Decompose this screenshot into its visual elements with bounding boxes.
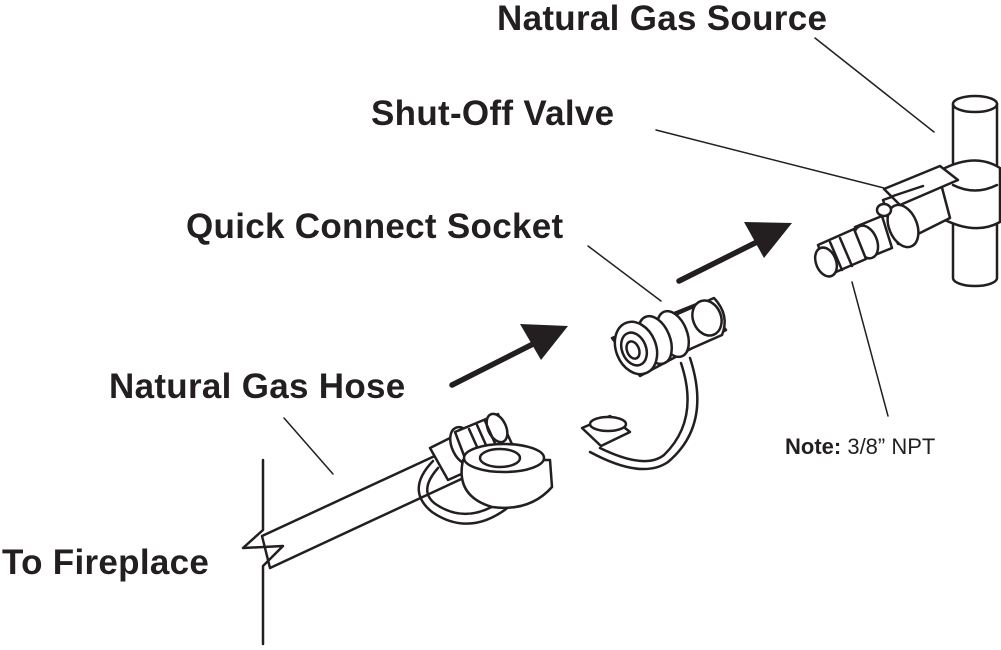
arrow-right <box>676 222 792 284</box>
leader-note <box>851 281 889 417</box>
leader-natural-gas-source <box>814 37 935 133</box>
leader-quick-connect-socket <box>587 245 662 302</box>
natural-gas-hose <box>260 412 554 570</box>
quick-connect-socket <box>580 296 728 471</box>
label-to-fireplace: To Fireplace <box>2 543 210 582</box>
label-quick-connect-socket: Quick Connect Socket <box>186 207 564 246</box>
leader-shut-off-valve <box>655 129 885 189</box>
label-natural-gas-hose: Natural Gas Hose <box>109 367 406 406</box>
gas-source-pipe <box>939 94 1001 288</box>
leader-natural-gas-hose <box>283 417 334 475</box>
arrow-left <box>449 324 568 388</box>
leader-lines <box>283 37 935 475</box>
note-text: Note: 3/8” NPT <box>785 436 935 458</box>
label-natural-gas-source: Natural Gas Source <box>497 0 828 38</box>
note-value: 3/8” NPT <box>841 434 936 459</box>
label-shut-off-valve: Shut-Off Valve <box>371 94 615 133</box>
break-line <box>241 458 285 646</box>
shut-off-valve <box>813 164 960 278</box>
note-prefix: Note: <box>785 434 842 459</box>
